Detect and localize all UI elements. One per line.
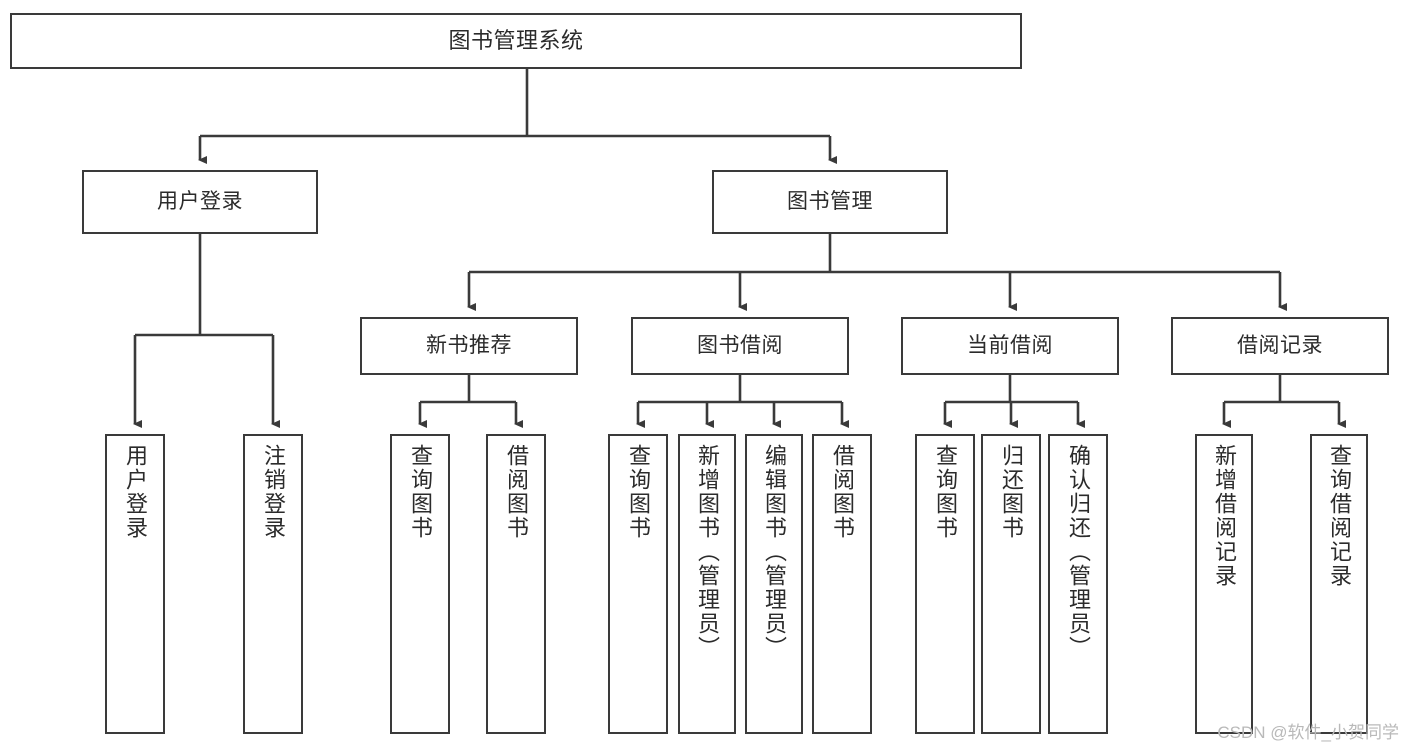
node-leaf-return-book[interactable]: 归还图书 bbox=[981, 434, 1041, 734]
node-leaf-add-record[interactable]: 新增借阅记录 bbox=[1195, 434, 1253, 734]
node-leaf-logout[interactable]: 注销登录 bbox=[243, 434, 303, 734]
node-leaf-borrow-book-2[interactable]: 借阅图书 bbox=[812, 434, 872, 734]
node-user-login-label: 用户登录 bbox=[157, 189, 243, 213]
node-leaf-confirm-return[interactable]: 确认归还（管理员） bbox=[1048, 434, 1108, 734]
node-leaf-query-book-2-label: 查询图书 bbox=[625, 444, 651, 540]
node-leaf-query-book-1-label: 查询图书 bbox=[407, 444, 433, 540]
node-leaf-query-record-label: 查询借阅记录 bbox=[1326, 444, 1352, 588]
node-current-borrow[interactable]: 当前借阅 bbox=[901, 317, 1119, 375]
node-leaf-add-book[interactable]: 新增图书（管理员） bbox=[678, 434, 736, 734]
node-book-manage-label: 图书管理 bbox=[787, 189, 873, 213]
node-leaf-edit-book-label: 编辑图书（管理员） bbox=[761, 444, 787, 660]
node-book-borrow[interactable]: 图书借阅 bbox=[631, 317, 849, 375]
node-leaf-query-record[interactable]: 查询借阅记录 bbox=[1310, 434, 1368, 734]
node-user-login[interactable]: 用户登录 bbox=[82, 170, 318, 234]
node-new-book-recommend[interactable]: 新书推荐 bbox=[360, 317, 578, 375]
node-leaf-borrow-book-1[interactable]: 借阅图书 bbox=[486, 434, 546, 734]
node-leaf-user-login[interactable]: 用户登录 bbox=[105, 434, 165, 734]
node-leaf-user-login-label: 用户登录 bbox=[122, 444, 148, 540]
node-book-borrow-label: 图书借阅 bbox=[697, 333, 783, 357]
node-root-label: 图书管理系统 bbox=[448, 28, 584, 54]
node-leaf-query-book-3-label: 查询图书 bbox=[932, 444, 958, 540]
node-borrow-record-label: 借阅记录 bbox=[1237, 333, 1323, 357]
node-book-manage[interactable]: 图书管理 bbox=[712, 170, 948, 234]
node-leaf-add-record-label: 新增借阅记录 bbox=[1211, 444, 1237, 588]
node-leaf-borrow-book-2-label: 借阅图书 bbox=[829, 444, 855, 540]
node-current-borrow-label: 当前借阅 bbox=[967, 333, 1053, 357]
node-leaf-edit-book[interactable]: 编辑图书（管理员） bbox=[745, 434, 803, 734]
node-leaf-add-book-label: 新增图书（管理员） bbox=[694, 444, 720, 660]
node-leaf-return-book-label: 归还图书 bbox=[998, 444, 1024, 540]
node-leaf-query-book-1[interactable]: 查询图书 bbox=[390, 434, 450, 734]
node-leaf-borrow-book-1-label: 借阅图书 bbox=[503, 444, 529, 540]
node-leaf-query-book-3[interactable]: 查询图书 bbox=[915, 434, 975, 734]
watermark: CSDN @软件_小贺同学 bbox=[1217, 723, 1399, 742]
node-leaf-logout-label: 注销登录 bbox=[260, 444, 286, 540]
node-leaf-confirm-return-label: 确认归还（管理员） bbox=[1065, 444, 1091, 660]
node-new-book-recommend-label: 新书推荐 bbox=[426, 333, 512, 357]
node-borrow-record[interactable]: 借阅记录 bbox=[1171, 317, 1389, 375]
node-root[interactable]: 图书管理系统 bbox=[10, 13, 1022, 69]
node-leaf-query-book-2[interactable]: 查询图书 bbox=[608, 434, 668, 734]
